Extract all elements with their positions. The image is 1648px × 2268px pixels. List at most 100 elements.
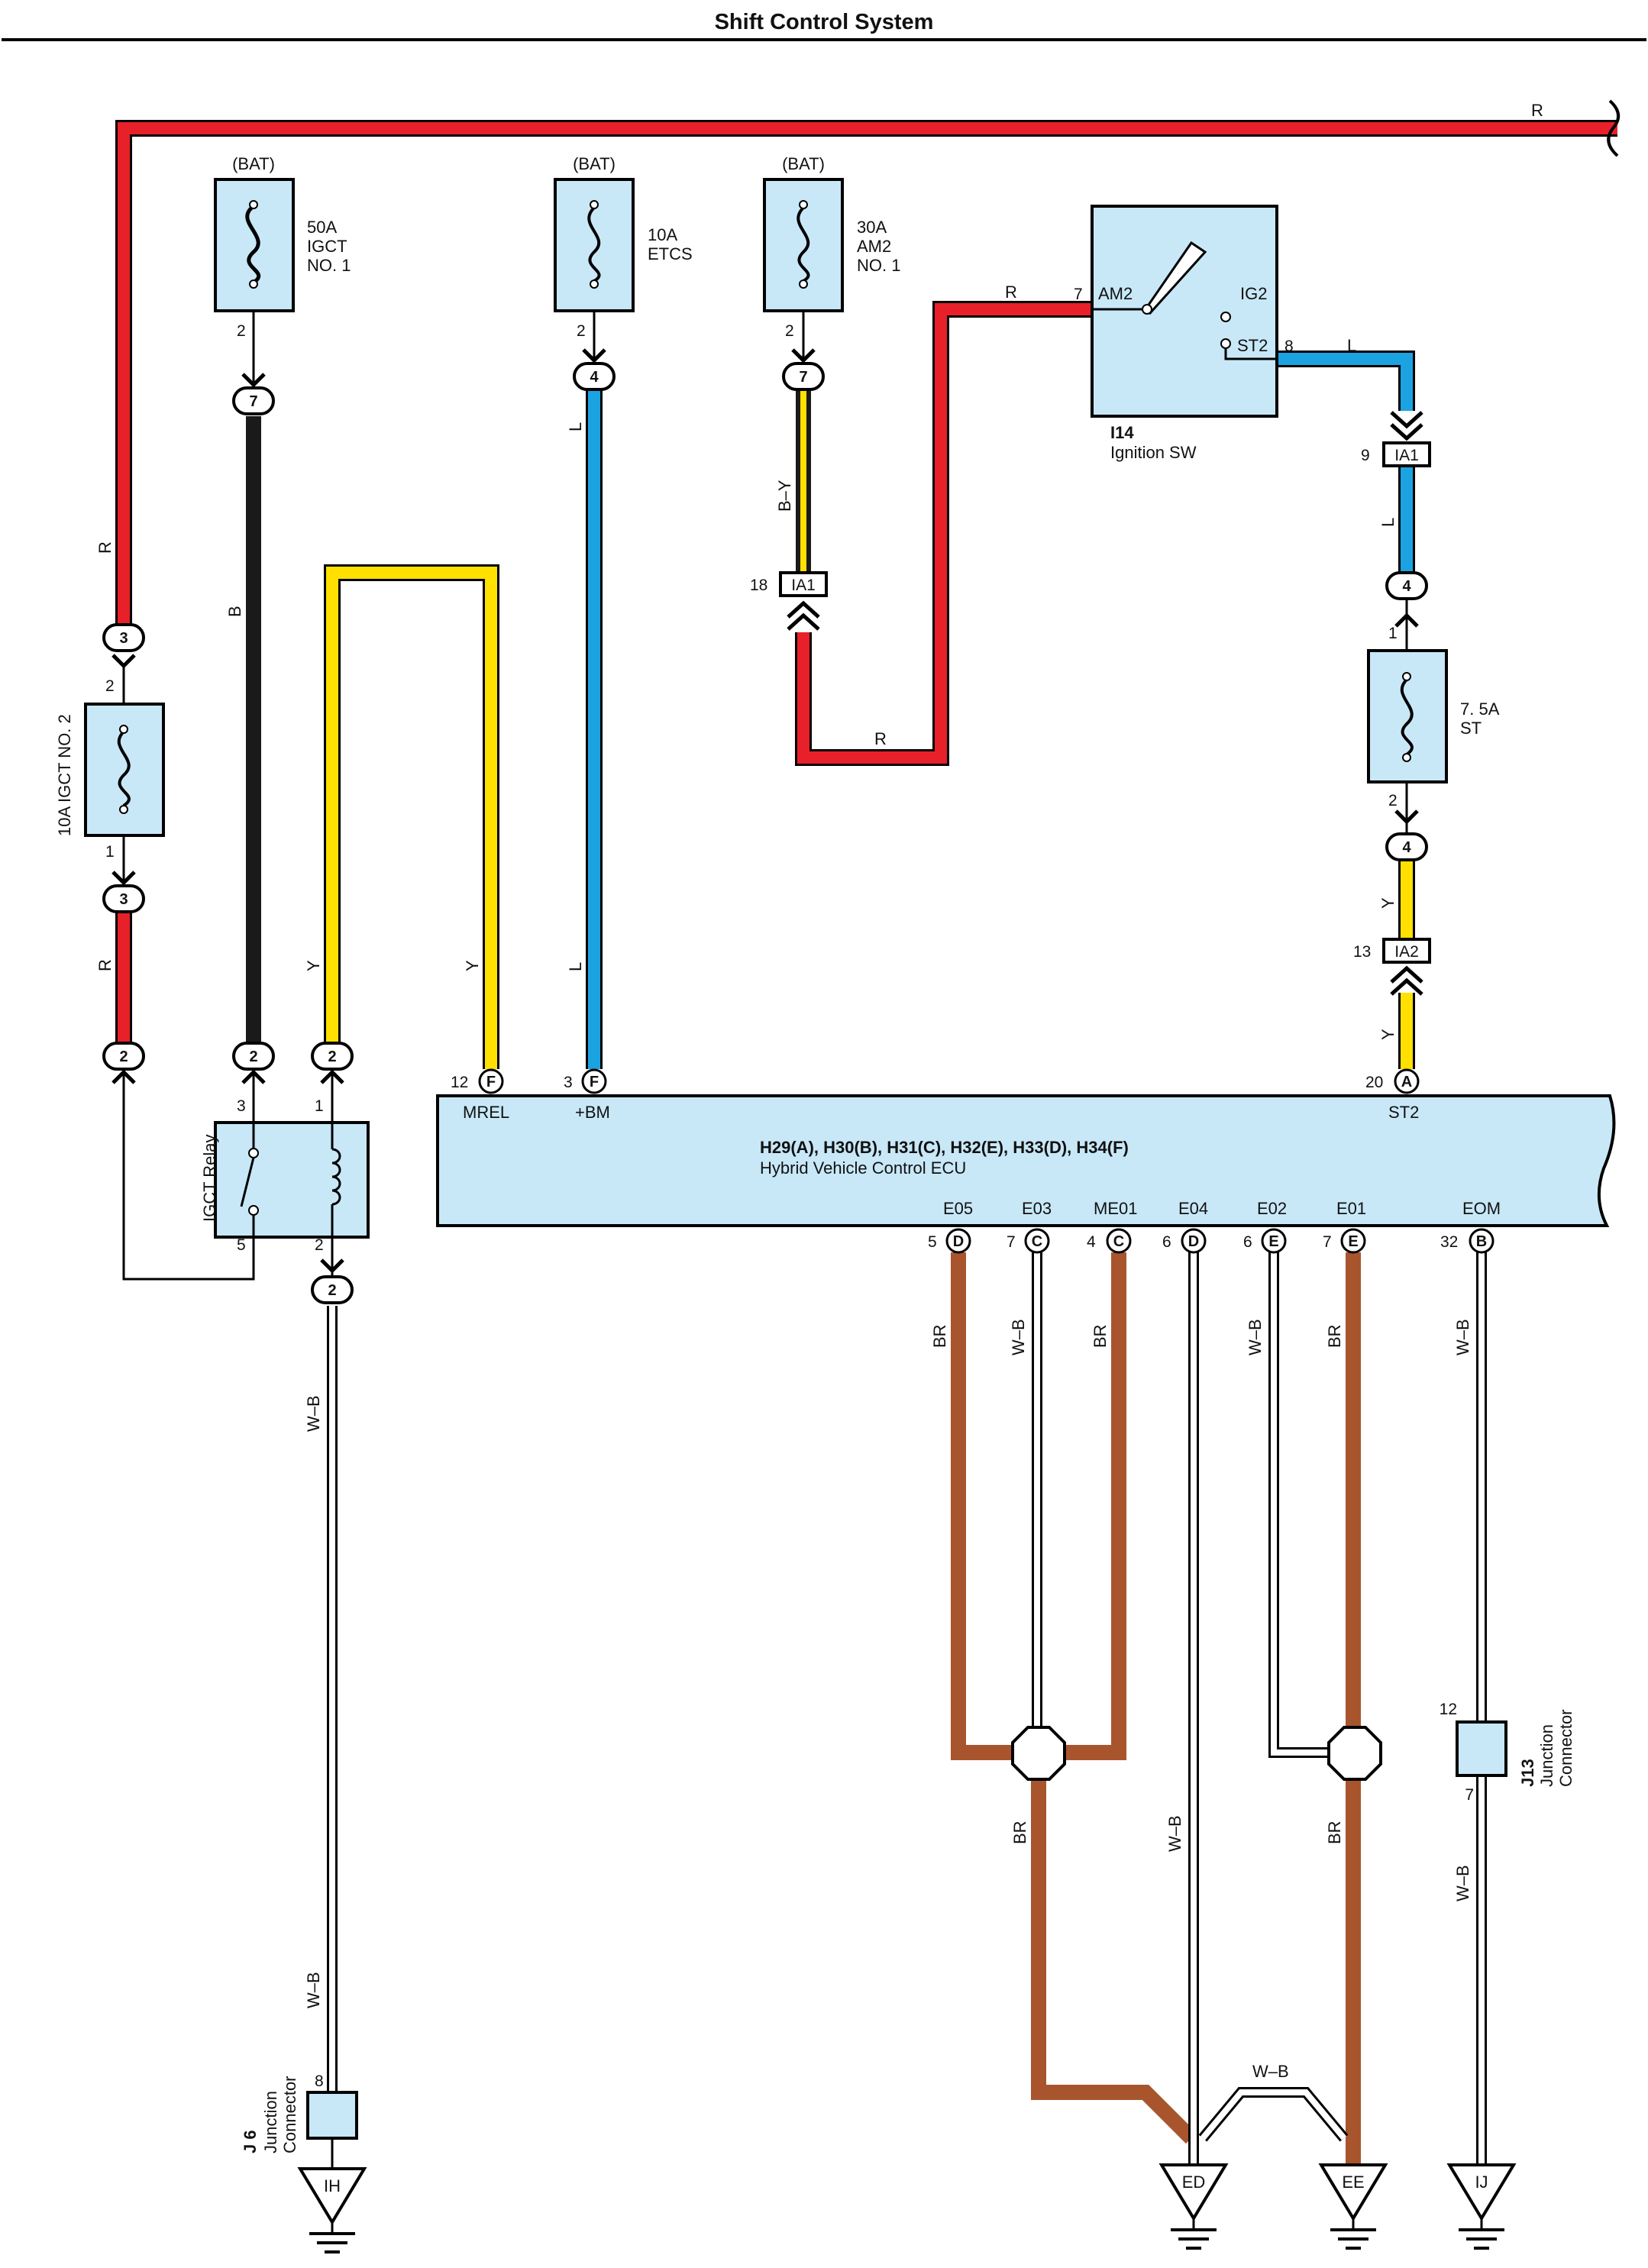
wire-label-y: Y [1378,897,1398,909]
chevron-marks [111,348,1419,1274]
fuse-rating: 10A [648,225,677,244]
fuse-pin-bottom: 1 [105,843,115,861]
svg-text:3: 3 [119,630,128,647]
svg-text:D: D [953,1233,964,1250]
ground-ee: EE [1318,2163,1388,2250]
wire-label-l: L [1378,518,1398,527]
svg-text:4: 4 [1402,578,1411,595]
wire-label-wb: W–B [1009,1319,1028,1355]
junction-connector-j6: 8 J 6 Junction Connector [241,2073,358,2153]
fuse-7-5a-st: 7. 5A ST 1 2 [1367,625,1500,809]
svg-text:2: 2 [119,1048,128,1065]
svg-text:2: 2 [249,1048,257,1065]
svg-text:12: 12 [451,1074,468,1091]
svg-text:7: 7 [799,369,807,386]
svg-text:MREL: MREL [463,1103,509,1122]
ecu-pin-e04: D 6 E04 [1162,1199,1208,1254]
ground-ij: IJ [1446,2163,1517,2250]
ecu-pin-e01: E 7 E01 [1323,1199,1366,1254]
svg-text:IJ: IJ [1475,2173,1488,2192]
connector-2-red: 2 [102,1042,145,1071]
fuse-name: 10A IGCT NO. 2 [55,714,74,836]
svg-text:ME01: ME01 [1094,1199,1137,1218]
fuse-pin: 2 [577,322,586,340]
wire-label-wb: W–B [1246,1319,1265,1355]
wire-label-l: L [566,422,585,431]
fuse-name: ST [1460,719,1482,738]
svg-text:F: F [486,1074,496,1090]
wire-label-l: L [566,962,585,971]
page-title: Shift Control System [715,10,934,34]
svg-text:IA1: IA1 [1394,447,1419,464]
svg-text:E: E [1268,1233,1278,1250]
fuse-name: ETCS [648,244,693,263]
svg-text:13: 13 [1353,943,1371,961]
svg-text:EE: EE [1342,2173,1364,2192]
wire-label-br: BR [1325,1324,1344,1348]
svg-text:3: 3 [119,891,128,908]
ground-ih: IH [297,2167,367,2253]
fuse-name-sub: NO. 1 [857,256,900,275]
svg-text:7: 7 [249,393,257,410]
svg-text:32: 32 [1440,1233,1458,1251]
fuse-rating: 50A [307,218,337,237]
svg-text:E: E [1348,1233,1358,1250]
svg-text:IA1: IA1 [791,577,816,594]
svg-text:8: 8 [315,2073,324,2090]
connector-2-wb: 2 [311,1275,354,1304]
ignition-am2-label: AM2 [1098,284,1133,303]
ecu-pin-e03: C 7 E03 [1007,1199,1052,1254]
connector-3-bottom: 3 [102,884,145,913]
fuse-pin-bottom: 2 [1388,792,1398,809]
wire-label-l: L [1347,336,1356,355]
wire-label-wb: W–B [304,1972,323,2008]
wire-relay-coil-return [122,1069,255,1281]
connector-ia1-top: IA1 9 [1361,411,1431,467]
connector-7-b-wire: 7 [232,386,275,415]
svg-text:Junction: Junction [261,2091,280,2153]
svg-text:D: D [1188,1233,1199,1250]
svg-text:5: 5 [928,1233,937,1251]
ecu-pin-eom: B 32 EOM [1440,1199,1501,1254]
svg-text:J13: J13 [1518,1759,1537,1787]
wire-label-wb: W–B [304,1395,323,1432]
svg-text:ST2: ST2 [1388,1103,1419,1122]
wire-break-mark [1607,99,1620,157]
wire-label-r: R [95,959,115,971]
svg-text:C: C [1032,1233,1042,1250]
svg-text:2: 2 [328,1048,336,1065]
splice-br-e02-e01 [1327,1726,1382,1781]
wire-l-st2 [1277,351,1415,574]
wire-label-br: BR [1325,1821,1344,1844]
fuse-name: AM2 [857,237,891,256]
fuse-source-label: (BAT) [573,154,616,173]
fuse-source-label: (BAT) [782,154,825,173]
svg-text:EOM: EOM [1462,1199,1501,1218]
wire-label-wb: W–B [1252,2062,1289,2081]
wire-label-r: R [1005,283,1017,302]
fuse-rating: 7. 5A [1460,699,1500,719]
ecu-pin-bm: F 3 +BM [564,1068,610,1122]
wire-wb-e02 [1268,1252,1329,1758]
ignition-code: I14 [1110,423,1134,442]
wire-label-wb: W–B [1165,1815,1184,1852]
wire-label-r: R [874,729,887,748]
wire-r-am2 [795,301,1092,766]
svg-text:18: 18 [750,577,767,594]
svg-text:3: 3 [564,1074,573,1091]
ecu-pin-mrel: F 12 MREL [451,1068,509,1122]
fuse-name-sub: NO. 1 [307,256,351,275]
ecu-pin-me01: C 4 ME01 [1087,1199,1137,1254]
svg-text:E04: E04 [1178,1199,1208,1218]
ignition-st2-pin: 8 [1284,338,1294,355]
svg-text:9: 9 [1361,447,1370,464]
svg-text:Connector: Connector [1556,1709,1575,1787]
relay-pin-2: 2 [315,1236,324,1254]
svg-text:E05: E05 [943,1199,973,1218]
svg-text:4: 4 [1402,839,1411,856]
svg-text:E03: E03 [1022,1199,1052,1218]
svg-text:F: F [590,1074,599,1090]
wire-label-b: B [225,606,244,617]
wire-wb-bridge [1198,2087,1349,2142]
